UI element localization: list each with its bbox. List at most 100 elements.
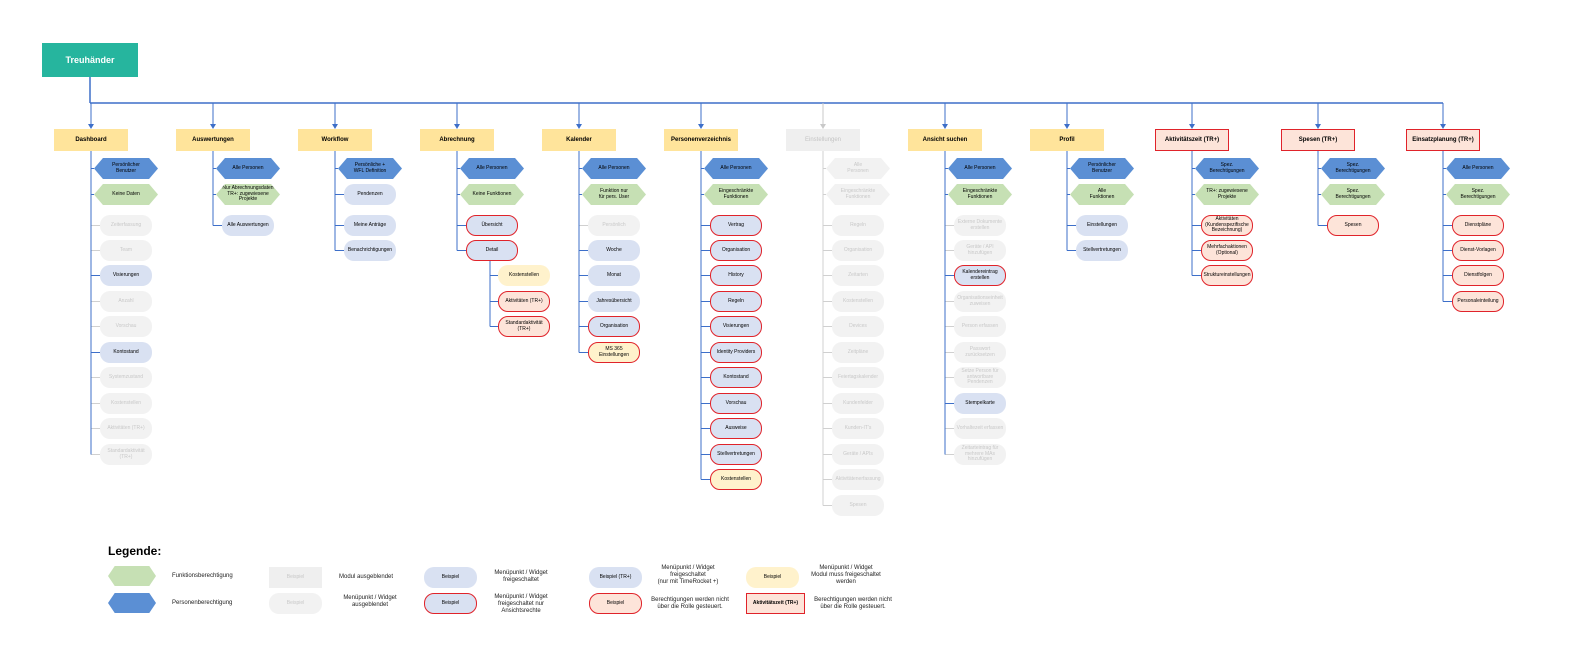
connector-arrow	[576, 124, 582, 129]
module-header: Einsatzplanung (TR+)	[1406, 129, 1480, 151]
module-item: Ausweise	[710, 418, 762, 439]
module-item: Übersicht	[466, 215, 518, 236]
module-item: Zeiterfassung	[100, 215, 152, 236]
module-item: Devices	[832, 316, 884, 337]
legend-rolle-nicht-2: Berechtigungen werden nicht über die Rol…	[814, 597, 892, 611]
module-item: Standardaktivität (TR+)	[100, 444, 152, 465]
module-item: Spez. Berechtigungen	[1446, 184, 1510, 205]
module-header: Workflow	[298, 129, 372, 151]
module-item: Geräte / APIs	[832, 444, 884, 465]
connector-arrow	[1064, 124, 1070, 129]
module-item: Aktivitäten (Kundenspezifische Bezeichnu…	[1201, 215, 1253, 236]
module-item: Dienst-Vorlagen	[1452, 240, 1504, 261]
module-item: Organisationseinheit zuweisen	[954, 291, 1006, 312]
module-header: Ansicht suchen	[908, 129, 982, 151]
module-item: Stellvertretungen	[710, 444, 762, 465]
module-item: Vorhaltezeit erfassen	[954, 418, 1006, 439]
legend-personenberechtigung: Personenberechtigung	[172, 600, 233, 606]
module-item: Alle Personen	[460, 158, 524, 179]
root-node-treuhaender: Treuhänder	[42, 43, 138, 77]
module-item: Identity Providers	[710, 342, 762, 363]
module-item: Organisation	[832, 240, 884, 261]
module-subitem: Aktivitäten (TR+)	[498, 291, 550, 312]
module-item: Vorschau	[100, 316, 152, 337]
legend-function-hex	[108, 566, 156, 586]
module-item: Kontostand	[100, 342, 152, 363]
module-item: History	[710, 265, 762, 286]
module-item: Vertrag	[710, 215, 762, 236]
module-item: Eingeschränkte Funktionen	[704, 184, 768, 205]
module-item: Kostenstellen	[710, 469, 762, 490]
module-item: Kundenfelder	[832, 393, 884, 414]
module-header: Dashboard	[54, 129, 128, 151]
module-header: Profil	[1030, 129, 1104, 151]
connector-arrow	[454, 124, 460, 129]
module-item: Systemzustand	[100, 367, 152, 388]
module-item: Kontostand	[710, 367, 762, 388]
module-item: Organisation	[588, 316, 640, 337]
module-item: Kostenstellen	[832, 291, 884, 312]
module-item: Spez. Berechtigungen	[1321, 158, 1385, 179]
legend-module-hidden-box: Beispiel	[269, 567, 322, 588]
module-item: Spez. Berechtigungen	[1195, 158, 1259, 179]
connector-arrow	[1189, 124, 1195, 129]
module-item: Alle Funktionen	[1070, 184, 1134, 205]
module-item: Kalendereintrag erstellen	[954, 265, 1006, 286]
legend-menu-ausgeblendet: Menüpunkt / Widget ausgeblendet	[343, 595, 397, 609]
module-item: Zeitarten	[832, 265, 884, 286]
module-item: Eingeschränkte Funktionen	[826, 184, 890, 205]
module-item: Meine Anträge	[344, 215, 396, 236]
connector-arrow	[1440, 124, 1446, 129]
module-item: Spez. Berechtigungen	[1321, 184, 1385, 205]
legend-modul-muss: Menüpunkt / Widget Modul muss freigescha…	[811, 565, 881, 586]
module-item: Alle Personen	[704, 158, 768, 179]
module-item: Pendenzen	[344, 184, 396, 205]
module-item: Kostenstellen	[100, 393, 152, 414]
legend-aktivitaetszeit-box: Aktivitätszeit (TR+)	[746, 593, 805, 614]
module-item: Dienstfolgen	[1452, 265, 1504, 286]
module-item: Keine Funktionen	[460, 184, 524, 205]
module-item: Persönlicher Benutzer	[1070, 158, 1134, 179]
legend-menu-tr-pill: Beispiel (TR+)	[589, 567, 642, 588]
module-subitem: Kostenstellen	[498, 265, 550, 286]
module-item: Nur Abrechnungsdaten TR+: zugewiesene Pr…	[216, 184, 280, 205]
legend-menu-ansichtsrechte: Menüpunkt / Widget freigeschaltet nur An…	[494, 594, 548, 615]
module-item: Einstellungen	[1076, 215, 1128, 236]
module-item: TR+: zugewiesene Projekte	[1195, 184, 1259, 205]
module-item: Alle Personen	[826, 158, 890, 179]
module-item: Benachrichtigungen	[344, 240, 396, 261]
legend-menu-freigeschaltet: Menüpunkt / Widget freigeschaltet	[494, 570, 548, 584]
module-item: Visierungen	[100, 265, 152, 286]
module-item: Keine Daten	[94, 184, 158, 205]
module-item: Woche	[588, 240, 640, 261]
module-header: Auswertungen	[176, 129, 250, 151]
module-item: Geräte / API hinzufügen	[954, 240, 1006, 261]
connector-arrow	[332, 124, 338, 129]
module-item: Jahresübersicht	[588, 291, 640, 312]
module-item: Visierungen	[710, 316, 762, 337]
connector-arrow	[942, 124, 948, 129]
legend-title: Legende:	[108, 544, 162, 558]
module-item: Detail	[466, 240, 518, 261]
module-item: Monat	[588, 265, 640, 286]
module-item: Aktivitäten (TR+)	[100, 418, 152, 439]
module-header: Personenverzeichnis	[664, 129, 738, 151]
module-item: Zeitarteintrag für mehrere MAs hinzufüge…	[954, 444, 1006, 465]
module-item: Organisation	[710, 240, 762, 261]
connector-arrow	[1315, 124, 1321, 129]
module-header: Aktivitätszeit (TR+)	[1155, 129, 1229, 151]
legend-salmon-pill: Beispiel	[589, 593, 642, 614]
module-item: Stempelkarte	[954, 393, 1006, 414]
module-subitem: Standardaktivität (TR+)	[498, 316, 550, 337]
module-item: Spesen	[832, 495, 884, 516]
module-header: Spesen (TR+)	[1281, 129, 1355, 151]
module-item: Alle Personen	[582, 158, 646, 179]
module-item: Setze Person für antwortbare Pendenzen	[954, 367, 1006, 388]
module-item: MS 365 Einstellungen	[588, 342, 640, 363]
connector-arrow	[88, 124, 94, 129]
module-item: Anzahl	[100, 291, 152, 312]
module-item: Person erfassen	[954, 316, 1006, 337]
module-item: Regeln	[832, 215, 884, 236]
module-item: Mehrfachaktionen (Optional)	[1201, 240, 1253, 261]
